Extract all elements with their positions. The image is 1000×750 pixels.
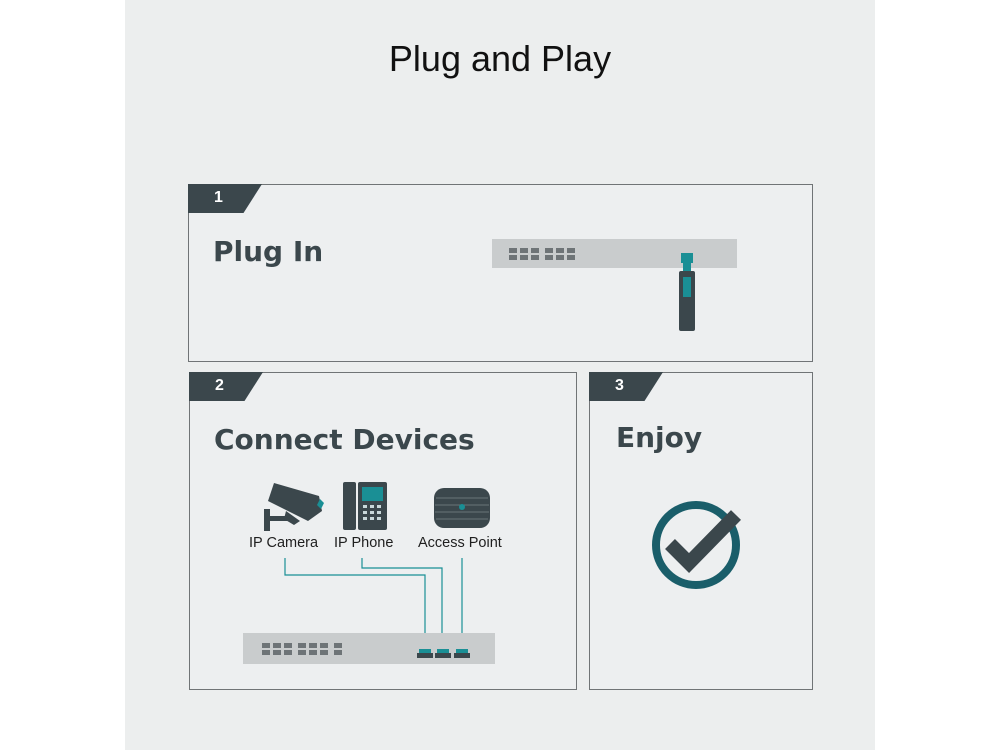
access-point-icon	[434, 488, 490, 528]
device-label-access-point: Access Point	[418, 535, 502, 551]
step-1-panel: 1 Plug In	[188, 184, 813, 362]
ip-camera-icon	[264, 483, 324, 531]
connect-devices-diagram	[243, 482, 495, 664]
step-3-panel: 3 Enjoy	[589, 372, 813, 690]
step-3-number: 3	[615, 377, 624, 394]
step-2-number: 2	[215, 377, 224, 394]
ip-phone-icon	[343, 482, 387, 530]
switch-with-adapter-icon	[492, 239, 737, 331]
step-2-panel: 2 Connect Devices	[189, 372, 577, 690]
device-label-ip-camera: IP Camera	[249, 535, 319, 551]
step-2-heading: Connect Devices	[214, 423, 475, 456]
step-1-number: 1	[214, 189, 223, 206]
step-1-heading: Plug In	[213, 235, 324, 268]
step-3-heading: Enjoy	[616, 421, 703, 454]
page-title: Plug and Play	[388, 38, 612, 79]
device-label-ip-phone: IP Phone	[334, 535, 394, 551]
switch-icon	[243, 633, 495, 664]
check-circle-icon	[652, 501, 742, 589]
